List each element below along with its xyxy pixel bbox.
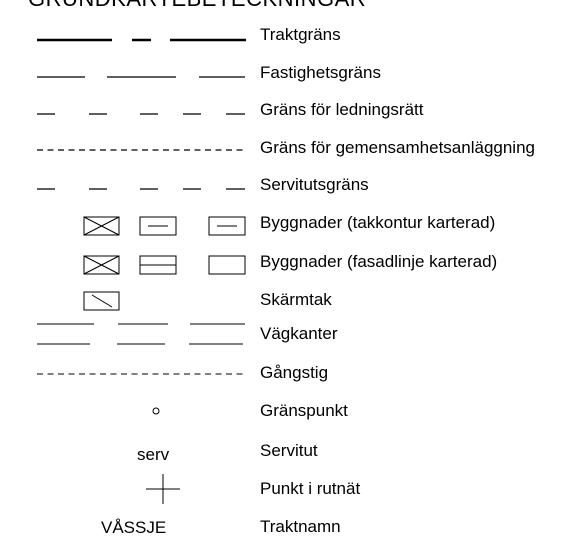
legend-title: GRUNDKARTEBETECKNINGAR: [28, 0, 366, 12]
building-split-icon: [139, 255, 177, 275]
granspunkt-circle-icon: [152, 407, 160, 415]
building-crossed-icon: [83, 255, 120, 275]
building-takkontur-symbols: [83, 216, 246, 236]
legend-label-skarmtak: Skärmtak: [260, 290, 332, 309]
legend-label-granspunkt: Gränspunkt: [260, 401, 348, 420]
legend-label-byggnader-takkontur: Byggnader (takkontur karterad): [260, 213, 496, 232]
legend-label-gemensamhetsanlaggning: Gräns för gemensamhetsanläggning: [260, 138, 535, 157]
legend-label-ledningsratt: Gräns för ledningsrätt: [260, 100, 424, 119]
building-bar-icon: [139, 216, 177, 236]
cross-icon: [146, 474, 180, 504]
building-fasadlinje-symbols: [83, 255, 246, 275]
legend-label-servitut: Servitut: [260, 441, 318, 460]
legend-label-byggnader-fasadlinje: Byggnader (fasadlinje karterad): [260, 252, 498, 271]
legend-label-traktnamn: Traktnamn: [260, 517, 341, 536]
building-crossed-icon: [83, 216, 120, 236]
legend-label-servitutsgrans: Servitutsgräns: [260, 175, 369, 194]
traktnamn-sample-text: VÅSSJE: [101, 518, 167, 537]
vagkanter-lines-symbol: [37, 323, 245, 345]
servitut-sample-text: serv: [137, 445, 170, 464]
legend-label-punkt-i-rutnat: Punkt i rutnät: [260, 479, 361, 498]
legend-label-gangstig: Gångstig: [260, 363, 329, 382]
building-bar-icon: [208, 216, 246, 236]
skarmtak-icon: [83, 291, 120, 311]
legend-label-fastighetsgrans: Fastighetsgräns: [260, 63, 381, 82]
legend-label-vagkanter: Vägkanter: [260, 324, 338, 343]
building-outline-icon: [208, 255, 246, 275]
legend-label-traktgrans: Traktgräns: [260, 25, 341, 44]
